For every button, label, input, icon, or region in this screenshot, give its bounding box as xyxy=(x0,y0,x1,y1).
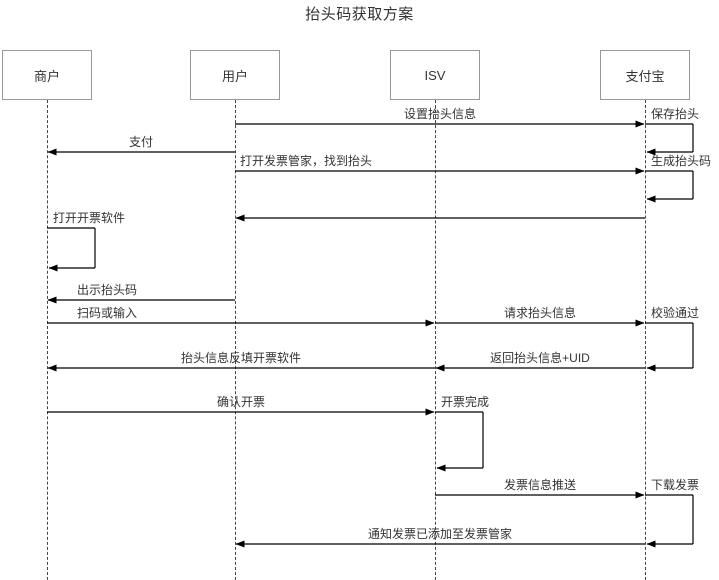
message-label-1: 保存抬头 xyxy=(651,107,700,121)
message-label-10: 校验通过 xyxy=(651,306,700,320)
lifeline-0 xyxy=(47,100,48,580)
actor-label: 用户 xyxy=(221,68,248,84)
message-arrow-4 xyxy=(645,170,694,203)
message-label-7: 出示抬头码 xyxy=(77,283,138,297)
message-label-6: 打开开票软件 xyxy=(53,211,126,225)
message-arrow-6 xyxy=(47,227,96,272)
lifeline-2 xyxy=(435,100,436,580)
message-label-11: 抬头信息反填开票软件 xyxy=(180,351,302,365)
message-arrow-10 xyxy=(645,322,694,372)
message-arrow-1 xyxy=(645,123,694,156)
message-label-8: 扫码或输入 xyxy=(77,306,138,320)
actor-label: ISV xyxy=(424,67,446,83)
message-label-3: 打开发票管家，找到抬头 xyxy=(240,154,373,168)
lifeline-3 xyxy=(645,100,646,580)
lifeline-1 xyxy=(235,100,236,580)
message-label-4: 生成抬头码 xyxy=(651,154,712,168)
message-label-17: 通知发票已添加至发票管家 xyxy=(367,527,513,541)
message-label-2: 支付 xyxy=(128,135,154,149)
message-label-12: 返回抬头信息+UID xyxy=(490,351,590,365)
message-arrow-14 xyxy=(435,411,484,472)
actor-box-0: 商户 xyxy=(2,50,92,100)
message-label-15: 发票信息推送 xyxy=(503,478,577,492)
actor-label: 商户 xyxy=(33,68,60,84)
message-label-0: 设置抬头信息 xyxy=(403,107,477,121)
message-label-14: 开票完成 xyxy=(441,395,490,409)
actor-box-3: 支付宝 xyxy=(600,50,690,100)
actor-box-2: ISV xyxy=(390,50,480,100)
actor-box-1: 用户 xyxy=(190,50,280,100)
message-label-16: 下载发票 xyxy=(651,478,700,492)
actor-label: 支付宝 xyxy=(625,68,665,84)
page-title: 抬头码获取方案 xyxy=(305,6,414,23)
message-arrow-16 xyxy=(645,494,694,548)
message-label-9: 请求抬头信息 xyxy=(503,306,577,320)
message-label-13: 确认开票 xyxy=(216,395,266,409)
